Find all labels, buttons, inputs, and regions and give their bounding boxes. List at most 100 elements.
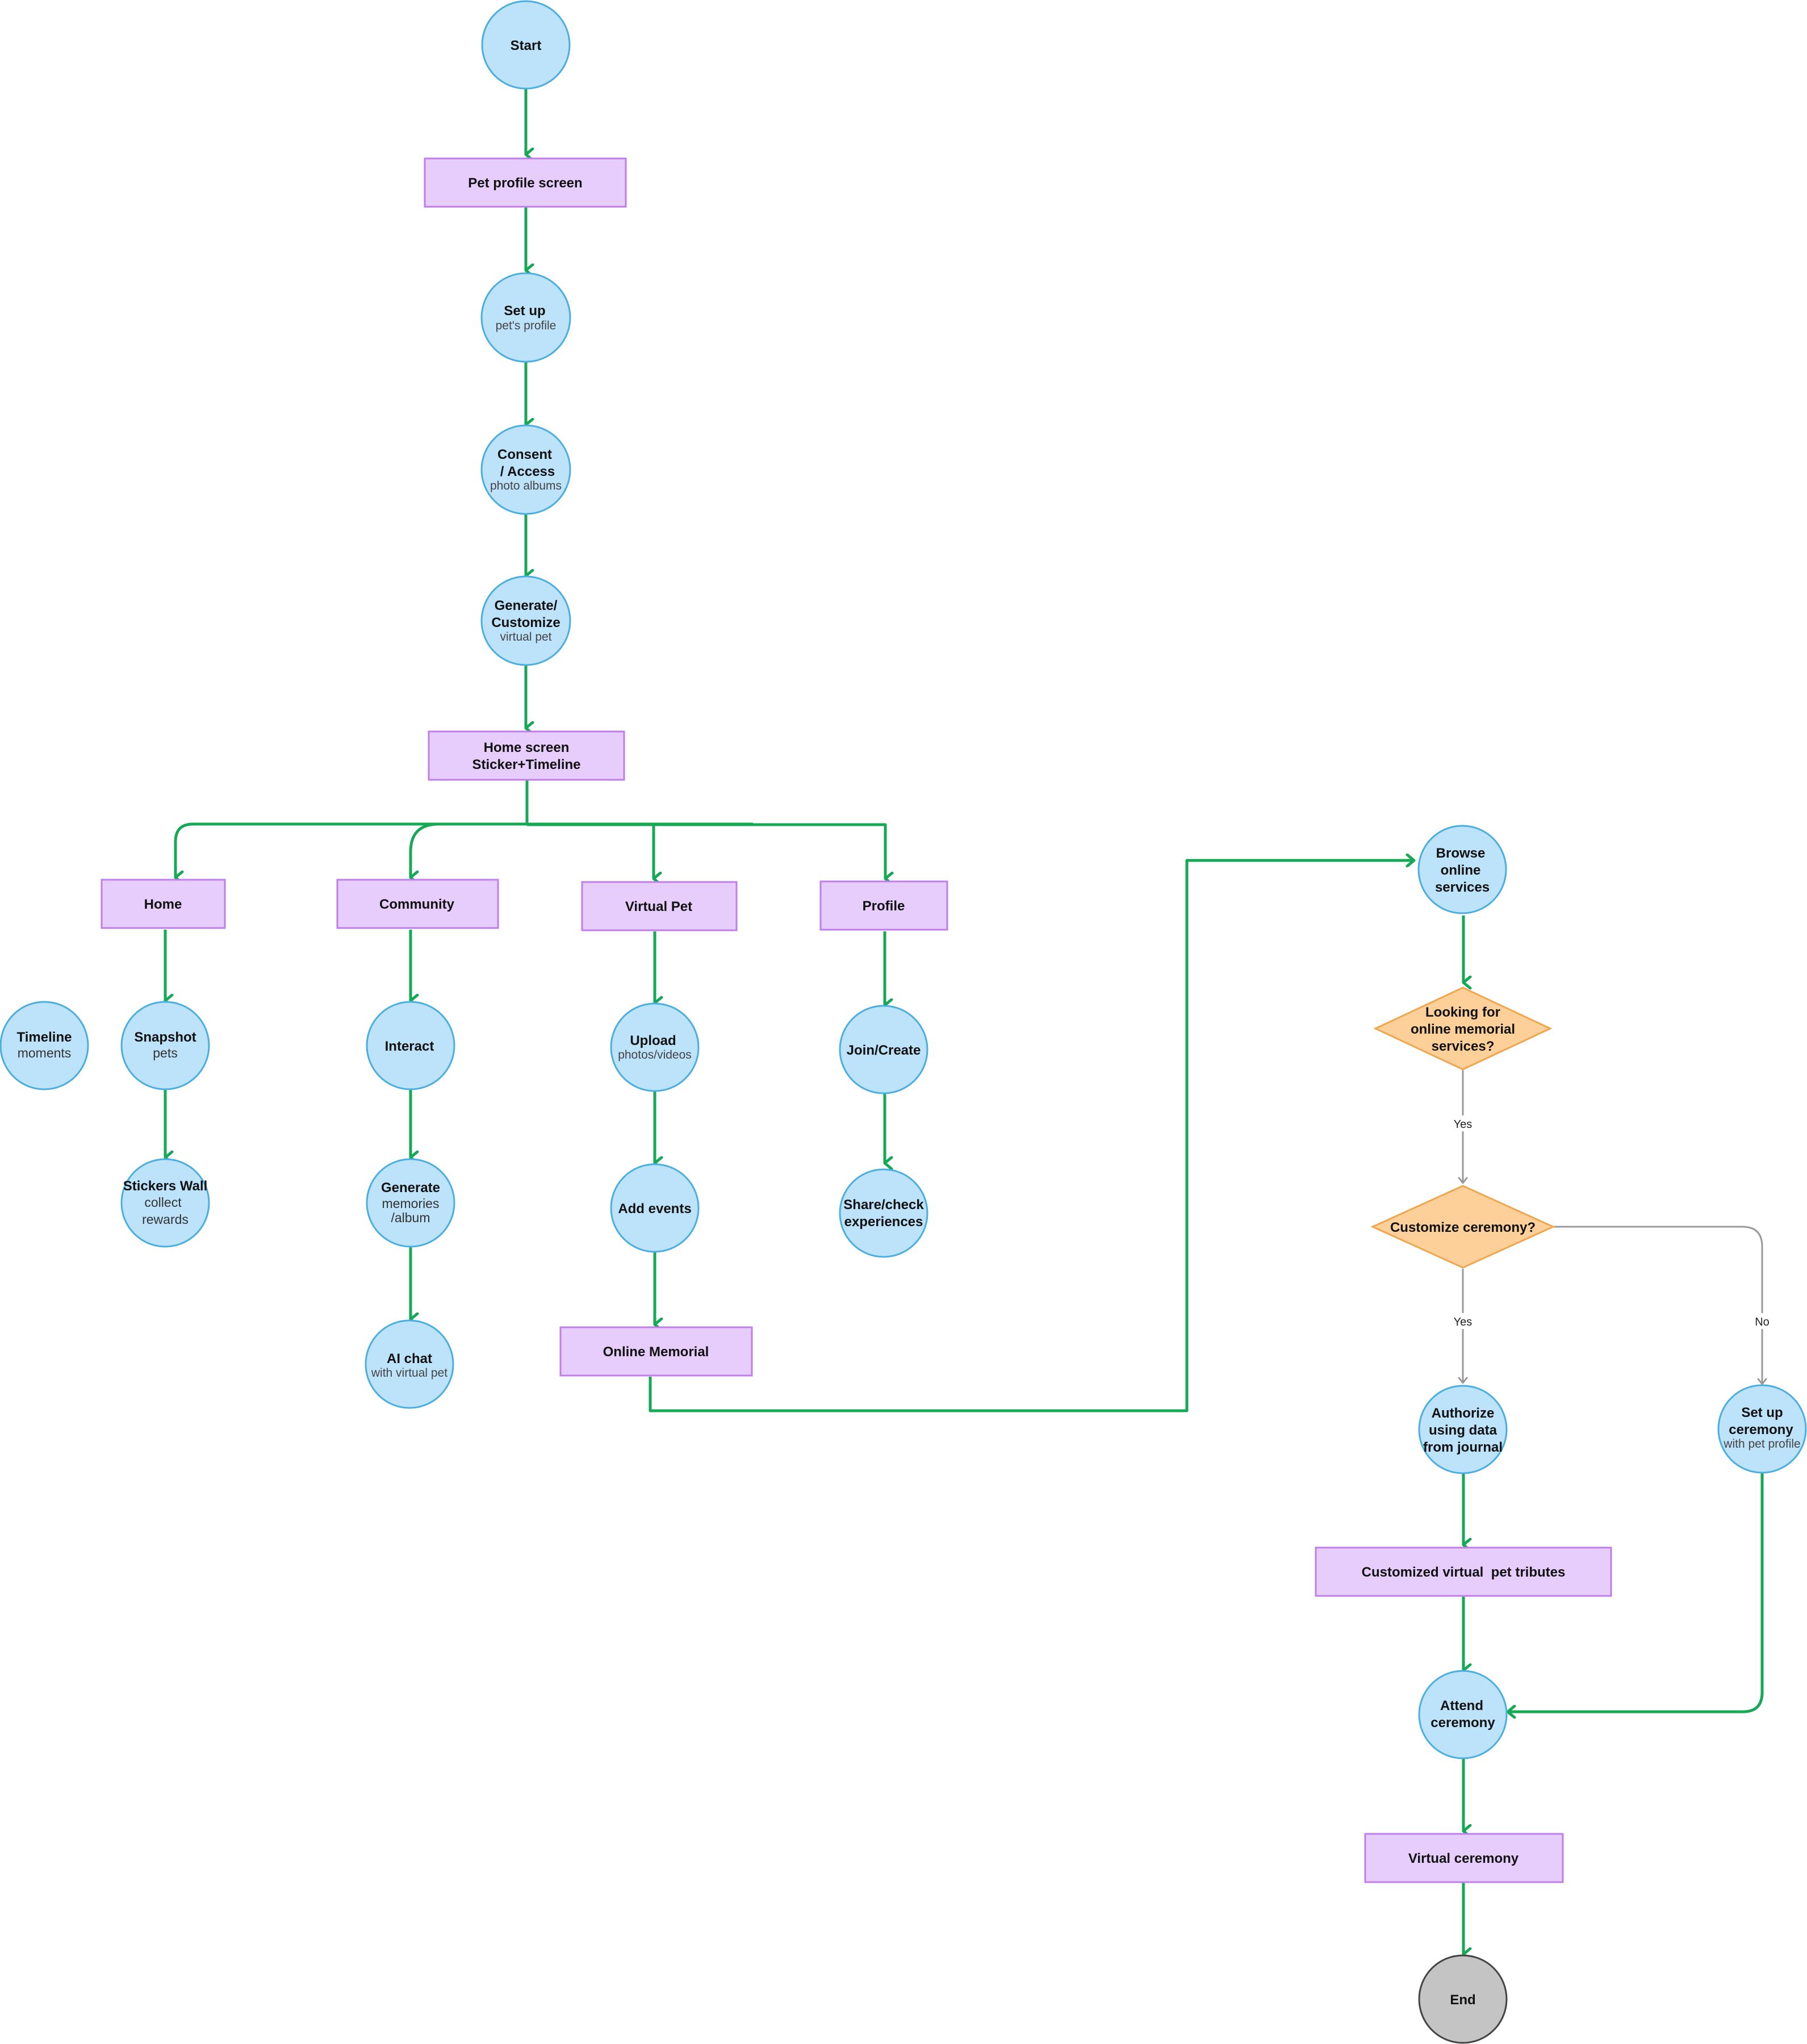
node-stickers-wall-sub-1: collect [144,1195,182,1210]
node-home[interactable]: Home [101,879,226,929]
node-add-events-label: Add events [618,1201,691,1217]
edge-label-bg [1752,1313,1772,1329]
node-customized-tributes-label: Customized virtual pet tributes [1362,1565,1566,1580]
node-looking-for[interactable]: Looking for online memorial services? [1373,987,1553,1071]
node-customize-ceremony-label: Customize ceremony? [1390,1220,1536,1235]
node-upload[interactable]: Upload photos/videos [610,1002,700,1092]
node-interact-label: Interact [385,1039,434,1054]
edge-label-customize-yes: Yes [1454,1316,1473,1328]
node-virtual-pet-label: Virtual Pet [625,899,692,914]
node-set-up-sub: pet's profile [496,319,557,332]
node-generate-customize-title-2: Customize [491,615,560,630]
node-customized-tributes[interactable]: Customized virtual pet tributes [1315,1546,1612,1597]
node-set-up-ceremony[interactable]: Set up ceremony with pet profile [1717,1384,1807,1474]
node-attend[interactable]: Attend ceremony [1418,1670,1508,1759]
node-timeline-sub: moments [18,1046,72,1060]
node-looking-for-title-2: online memorial [1411,1022,1515,1037]
edge-labels: Yes Yes No [1450,1115,1772,1329]
node-upload-sub: photos/videos [618,1048,692,1061]
edge-bus-to-community [409,822,440,877]
node-generate-customize-sub: virtual pet [500,630,551,643]
node-consent-title-2: / Access [500,464,555,479]
node-online-memorial[interactable]: Online Memorial [559,1326,753,1377]
node-authorize-title-1: Authorize [1432,1406,1495,1421]
node-set-up-title: Set up [504,303,545,319]
node-set-up-ceremony-title-1: Set up [1741,1405,1783,1420]
node-generate-memories-title: Generate [381,1180,440,1196]
node-attend-title-1: Attend [1440,1698,1483,1713]
node-online-memorial-label: Online Memorial [603,1344,709,1360]
edge-setup-ceremony-to-attend [1508,1473,1764,1712]
node-snapshot-title: Snapshot [134,1030,196,1045]
node-share-check-title-2: experiences [844,1214,923,1230]
node-community-label: Community [379,897,455,912]
node-end[interactable]: End [1418,1954,1508,2044]
node-generate-customize-title-1: Generate/ [495,598,558,613]
node-ai-chat-title: AI chat [387,1351,432,1366]
node-consent-sub: photo albums [490,479,562,492]
node-snapshot[interactable]: Snapshot pets [120,1001,210,1090]
node-pet-profile-screen-label: Pet profile screen [468,175,582,191]
node-home-screen[interactable]: Home screen Sticker+Timeline [428,730,625,781]
node-profile-label: Profile [863,898,905,914]
edge-online-memorial-to-browse [649,860,1414,1412]
node-start[interactable]: Start [481,0,571,90]
node-profile[interactable]: Profile [819,880,948,931]
node-consent[interactable]: Consent / Access photo albums [480,424,571,515]
node-stickers-wall[interactable]: Stickers Wall collect rewards [120,1158,210,1248]
node-browse-title-2: online [1441,863,1481,878]
node-end-label: End [1450,1992,1475,2008]
node-looking-for-title-3: services? [1432,1039,1495,1054]
edge-label-bg [1450,1115,1475,1131]
node-generate-customize[interactable]: Generate/ Customize virtual pet [480,575,571,666]
node-consent-title-1: Consent [497,447,552,462]
node-generate-memories[interactable]: Generate memories /album [366,1158,455,1248]
node-join-create[interactable]: Join/Create [839,1005,928,1094]
node-stickers-wall-title: Stickers Wall [123,1178,208,1194]
node-authorize[interactable]: Authorize using data from journal [1418,1385,1508,1474]
node-ai-chat-sub: with virtual pet [371,1366,447,1380]
edge-customize-to-setup-ceremony [1553,1226,1767,1385]
node-timeline-title: Timeline [17,1030,72,1045]
node-community[interactable]: Community [336,879,499,929]
node-home-screen-title-1: Home screen [484,740,570,755]
node-authorize-title-3: from journal [1423,1440,1503,1455]
node-share-check-title-1: Share/check [843,1197,924,1213]
node-join-create-label: Join/Create [847,1043,921,1058]
node-add-events[interactable]: Add events [610,1163,700,1253]
node-looking-for-title-1: Looking for [1425,1005,1500,1020]
node-authorize-title-2: using data [1429,1423,1498,1438]
node-upload-title: Upload [630,1033,676,1048]
node-generate-memories-sub-2: /album [391,1210,430,1225]
node-timeline[interactable]: Timeline moments [0,1001,89,1090]
node-customize-ceremony[interactable]: Customize ceremony? [1370,1185,1555,1269]
edge-bus-to-home [174,822,753,877]
node-virtual-ceremony-label: Virtual ceremony [1408,1851,1519,1866]
node-browse[interactable]: Browse online services [1417,825,1507,914]
edges [164,88,1764,1954]
node-virtual-pet[interactable]: Virtual Pet [581,881,738,931]
node-snapshot-sub: pets [153,1046,177,1060]
node-pet-profile-screen[interactable]: Pet profile screen [424,157,627,208]
edge-label-looking-yes: Yes [1454,1118,1473,1131]
edge-bus-to-profile [527,823,885,879]
node-set-up[interactable]: Set up pet's profile [480,272,571,363]
node-home-screen-title-2: Sticker+Timeline [472,757,581,772]
edge-label-customize-no: No [1755,1316,1770,1328]
node-home-label: Home [144,897,182,912]
node-stickers-wall-sub-2: rewards [142,1212,189,1227]
node-share-check[interactable]: Share/check experiences [839,1168,928,1258]
node-generate-memories-sub-1: memories [382,1196,440,1211]
node-interact[interactable]: Interact [366,1001,455,1090]
node-set-up-ceremony-title-2: ceremony [1729,1422,1793,1437]
node-set-up-ceremony-sub: with pet profile [1723,1437,1800,1451]
node-browse-title-1: Browse [1436,846,1486,861]
node-ai-chat[interactable]: AI chat with virtual pet [365,1319,454,1409]
node-start-label: Start [511,38,542,53]
node-virtual-ceremony[interactable]: Virtual ceremony [1364,1833,1564,1883]
edge-label-bg [1450,1313,1475,1329]
node-attend-title-2: ceremony [1430,1715,1495,1730]
node-browse-title-3: services [1435,880,1490,895]
